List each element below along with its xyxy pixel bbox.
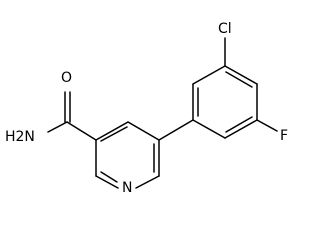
phenyl-bond-5 <box>224 119 258 139</box>
amide-oxygen-label: O <box>61 70 72 86</box>
phenyl-bond-3 <box>224 65 258 85</box>
phenyl-bond-6 <box>192 119 226 139</box>
phenyl-bond-3-inner <box>225 71 253 88</box>
pyridine-bond-n-c2-inner <box>100 171 118 183</box>
pyridine-nitrogen-label: N <box>122 180 132 196</box>
pyridine-bond-c3-c4 <box>95 121 129 141</box>
phenyl-bond-2 <box>192 65 226 85</box>
pyridine-bond-c4-c5 <box>127 121 160 141</box>
molecule-structure: O H2N N Cl F <box>5 21 288 196</box>
chlorine-label: Cl <box>218 21 232 37</box>
fluorine-label: F <box>280 128 288 144</box>
biaryl-bond <box>158 119 194 141</box>
fluorine-bond <box>256 119 278 132</box>
pyridine-bond-c6-n <box>135 175 160 189</box>
phenyl-bond-5-inner <box>225 116 253 133</box>
pyridine-bond-n-c2 <box>95 175 119 189</box>
pyridine-bond-c3-c4-inner <box>100 126 128 142</box>
amide-ring-bond <box>66 121 97 141</box>
amide-n-bond <box>47 121 68 133</box>
amide-nitrogen-label: H2N <box>5 129 35 145</box>
